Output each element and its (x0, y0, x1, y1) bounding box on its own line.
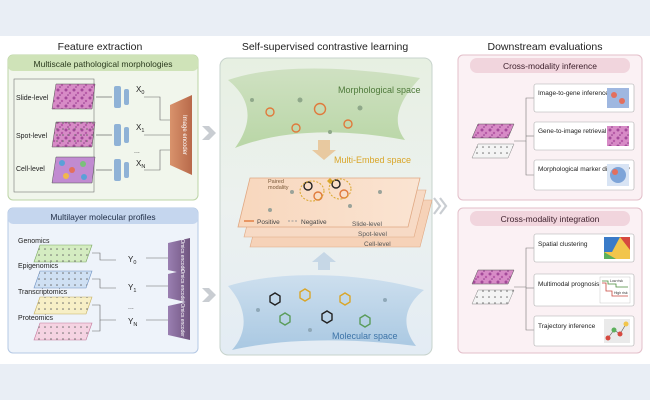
pair-ring-right (328, 178, 352, 200)
svg-text:Positive: Positive (257, 219, 280, 226)
inference-panel: Cross-modality inference Image-to-gene i… (457, 54, 643, 201)
level-label-spot: Spot-level (16, 133, 48, 140)
double-chevron-icon (433, 197, 448, 215)
svg-text:Negative: Negative (301, 219, 327, 226)
omics-label-proteomics: Proteomics (18, 315, 54, 322)
card-label-image-to-gene: Image-to-gene inference (538, 90, 609, 97)
gene-heatmap-thumb (607, 88, 629, 108)
km-curve-thumb: Low risk High risk (599, 276, 631, 304)
multi-embed-space-label: Multi-Embed space (334, 155, 411, 165)
inference-source (471, 123, 515, 159)
y-to-encoder-lines (146, 257, 168, 321)
card-label-trajectory: Trajectory inference (538, 323, 596, 330)
integration-source (471, 269, 515, 305)
title-downstream: Downstream evaluations (488, 41, 603, 53)
chevron-right-icon (202, 126, 216, 302)
x1-label: X1 (136, 123, 144, 134)
omics-label-genomics: Genomics (18, 238, 50, 245)
x-to-encoder-lines (144, 96, 170, 171)
y1-label: Y1 (128, 283, 136, 294)
omics-plate-epigenomics (33, 270, 93, 289)
slide-tissue-image (51, 83, 96, 110)
morph-arrows (96, 96, 112, 171)
level-frame (13, 78, 95, 193)
feature-bars-xn (114, 159, 129, 181)
svg-text:Image encoder: Image encoder (181, 115, 187, 155)
morphology-panel: Multiscale pathological morphologies Sli… (7, 54, 199, 201)
arrow-down-icon (312, 140, 336, 160)
mol-ellipsis: ... (128, 304, 134, 311)
plate-label-slide: Slide-level (352, 221, 383, 228)
plate-label-spot: Spot-level (358, 231, 387, 238)
card-label-marker-discovery: Morphological marker discovery (538, 166, 631, 173)
integration-panel: Cross-modality integration Spatial clust… (457, 207, 643, 354)
omics-encoder-0: Omics encoder (168, 238, 190, 275)
molecular-panel: Multilayer molecular profiles Genomics E… (7, 207, 199, 354)
molecular-space-label: Molecular space (332, 331, 398, 341)
top-band (0, 0, 650, 36)
inference-header: Cross-modality inference (503, 61, 597, 71)
bottom-band (0, 364, 650, 400)
inference-connectors (514, 97, 534, 176)
svg-text:Omics encoder: Omics encoder (179, 239, 185, 273)
level-label-cell: Cell-level (16, 166, 45, 173)
card-label-gene-to-image: Gene-to-image retrieval (538, 128, 607, 135)
legend-positive: Positive (244, 219, 280, 226)
integration-header: Cross-modality integration (501, 214, 600, 224)
xn-label: XN (136, 159, 145, 170)
feature-bars-x0 (114, 86, 129, 108)
diagram-canvas: Feature extraction Self-supervised contr… (7, 41, 643, 356)
morph-ellipsis: ... (134, 148, 140, 155)
cluster-thumb (604, 237, 630, 259)
image-encoder: Image encoder (170, 95, 192, 175)
card-label-spatial-clustering: Spatial clustering (538, 241, 588, 248)
title-feature-extraction: Feature extraction (58, 41, 143, 53)
morphological-space-sheet (228, 68, 420, 148)
svg-text:Low risk: Low risk (610, 279, 623, 283)
omics-encoder-1: Omics encoder (168, 269, 190, 303)
mol-embeddings (256, 288, 387, 332)
spot-tissue-image (51, 121, 96, 148)
omics-arrows (92, 252, 116, 332)
arrow-up-icon (312, 252, 336, 270)
card-label-prognosis: Multimodal prognosis (538, 281, 600, 288)
title-contrastive-learning: Self-supervised contrastive learning (242, 41, 408, 53)
omics-encoder-2: Omics encoder (168, 301, 190, 340)
svg-text:Omics encoder: Omics encoder (179, 303, 185, 337)
morphological-space-label: Morphological space (338, 85, 421, 95)
marker-thumb (607, 164, 629, 186)
svg-text:Omics encoder: Omics encoder (179, 269, 185, 303)
legend-negative: Negative (288, 219, 327, 226)
omics-plate-proteomics (33, 322, 93, 341)
x0-label: X0 (136, 85, 144, 96)
y0-label: Y0 (128, 255, 136, 266)
level-label-slide: Slide-level (16, 95, 49, 102)
omics-plate-transcriptomics (33, 296, 93, 315)
feature-bars-x1 (114, 124, 129, 146)
contrastive-panel: Morphological space Multi-Embed space Sl (219, 57, 433, 356)
slide-level-plate (237, 177, 421, 228)
yn-label: YN (128, 317, 137, 328)
integration-connectors (514, 247, 534, 331)
cell-tissue-image (51, 156, 96, 184)
morphology-header: Multiscale pathological morphologies (34, 59, 173, 69)
pair-ring-left (299, 180, 325, 202)
plate-label-cell: Cell-level (364, 241, 391, 248)
retrieved-image-thumb (607, 126, 629, 146)
trajectory-thumb (604, 319, 630, 343)
omics-label-epigenomics: Epigenomics (18, 263, 59, 270)
morph-embeddings (250, 97, 363, 134)
svg-text:High risk: High risk (614, 291, 628, 295)
omics-plate-genomics (33, 244, 93, 263)
molecular-header: Multilayer molecular profiles (50, 212, 155, 222)
omics-label-transcriptomics: Transcriptomics (18, 289, 68, 296)
